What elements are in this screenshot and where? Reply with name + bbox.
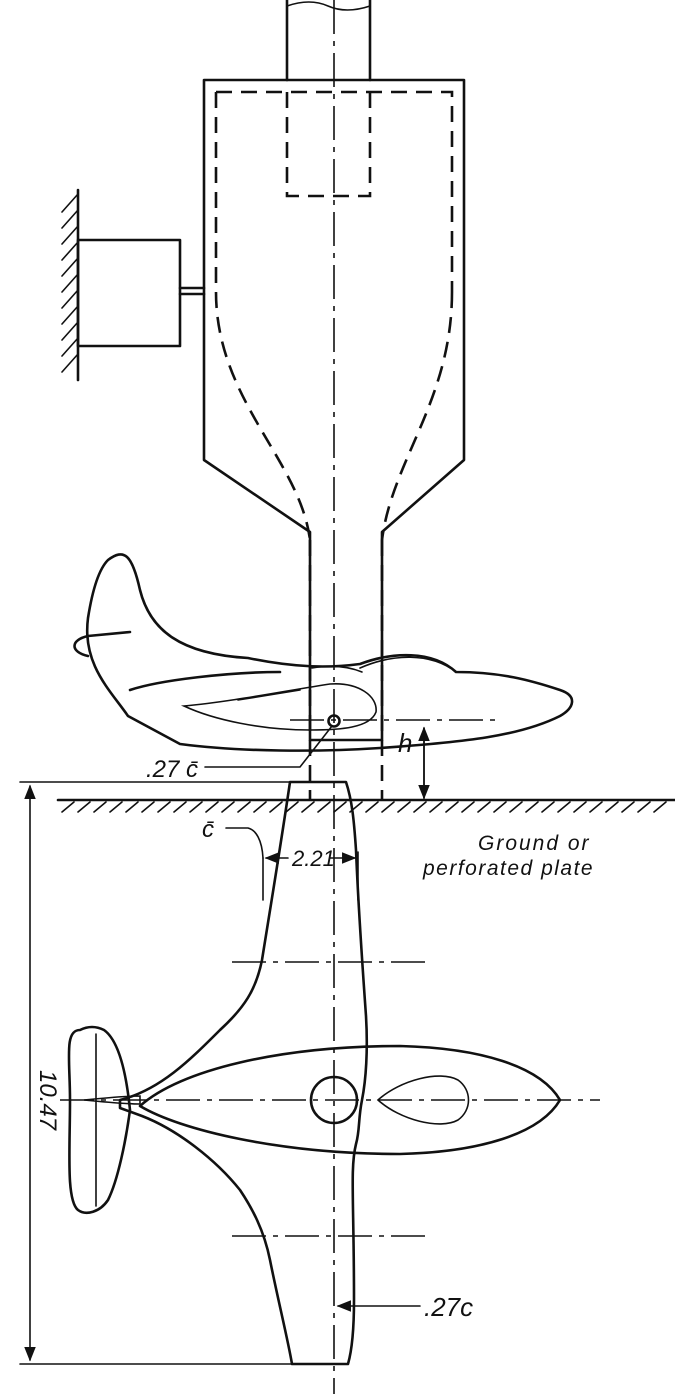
ground-label-line2: perforated plate <box>422 857 594 880</box>
airplane-side-view <box>73 553 574 752</box>
shroud-housing <box>202 78 466 800</box>
span-dimension <box>19 781 293 1365</box>
wall-hatching <box>61 193 79 373</box>
ground-label-line1: Ground or <box>478 832 591 855</box>
span-label: 10.47 <box>34 1070 61 1132</box>
height-label: h <box>398 728 412 758</box>
mac-label: c̄ <box>202 816 214 843</box>
wall-balance <box>61 188 206 382</box>
cg-side-leader <box>204 725 333 768</box>
cg-plan-label: .27c <box>424 1292 473 1322</box>
cg-side-label: .27 c̄ <box>146 756 198 783</box>
mac-dimension <box>225 827 359 901</box>
mac-length-label: 2.21 <box>291 846 335 871</box>
airplane-plan-view <box>60 780 600 1366</box>
ground-plane <box>56 798 675 813</box>
centerlines <box>290 0 500 1394</box>
support-strut <box>285 0 372 82</box>
